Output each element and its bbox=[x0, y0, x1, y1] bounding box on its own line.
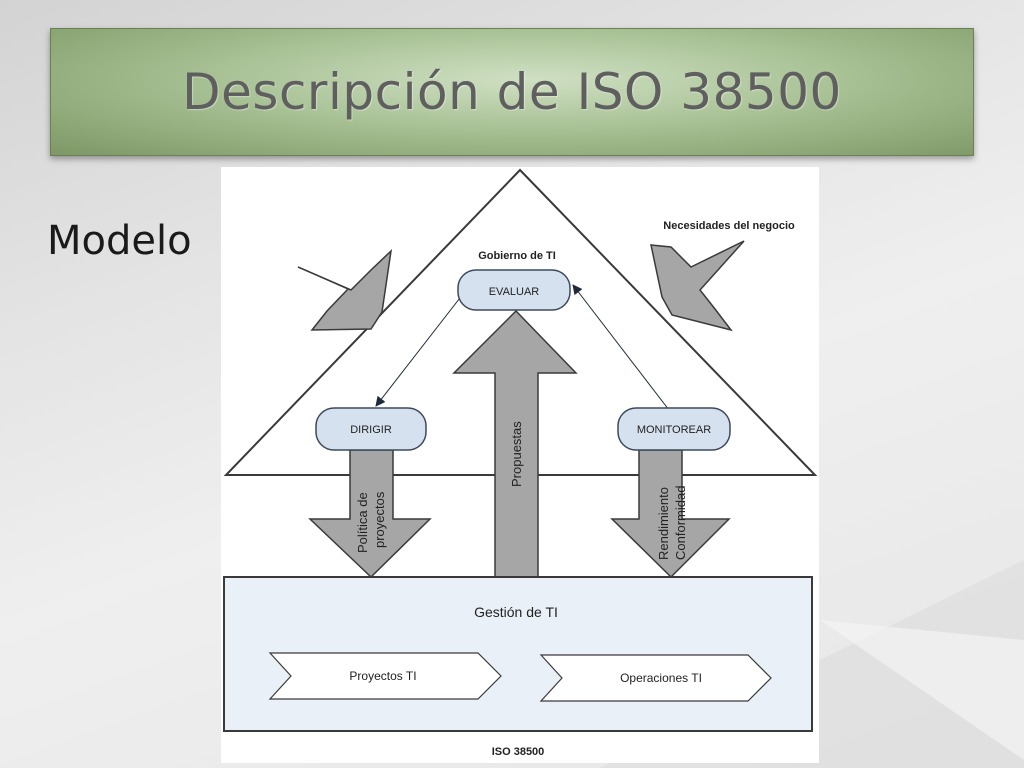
policy-arrow bbox=[308, 449, 432, 579]
performance-arrow bbox=[610, 449, 731, 579]
monitor-node bbox=[617, 407, 731, 451]
monitor-label: MONITOREAR bbox=[637, 424, 711, 436]
business-needs-label: Necesidades del negocio bbox=[663, 220, 795, 232]
it-operations-label: Operaciones TI bbox=[620, 671, 702, 685]
performance-label-line2: Conformidad bbox=[673, 486, 688, 560]
it-projects-label: Proyectos TI bbox=[349, 669, 416, 683]
it-operations-chevron bbox=[539, 654, 772, 702]
evaluate-to-direct-connector bbox=[375, 293, 464, 407]
proposals-label: Propuestas bbox=[509, 421, 524, 487]
business-need-arrow-left bbox=[297, 248, 393, 331]
monitor-to-evaluate-connector bbox=[572, 284, 670, 411]
direct-node bbox=[315, 407, 427, 451]
policy-label-line2: proyectos bbox=[372, 491, 387, 548]
title-bar: Descripción de ISO 38500 bbox=[50, 28, 974, 156]
iso-38500-diagram: EVALUAR DIRIGIR MONITOREAR Necesidades d… bbox=[221, 167, 819, 763]
business-need-arrow-right bbox=[650, 240, 745, 332]
it-management-label: Gestión de TI bbox=[474, 604, 558, 620]
performance-label-line1: Rendimiento bbox=[656, 487, 671, 560]
evaluate-node bbox=[457, 269, 571, 311]
it-projects-chevron bbox=[268, 652, 502, 700]
evaluate-label: EVALUAR bbox=[489, 286, 540, 298]
slide-subtitle: Modelo bbox=[47, 218, 192, 264]
standard-label: ISO 38500 bbox=[492, 746, 545, 758]
policy-label-line1: Política de bbox=[355, 492, 370, 553]
direct-label: DIRIGIR bbox=[350, 424, 392, 436]
it-governance-label: Gobierno de TI bbox=[478, 250, 556, 262]
slide-title: Descripción de ISO 38500 bbox=[182, 63, 842, 121]
